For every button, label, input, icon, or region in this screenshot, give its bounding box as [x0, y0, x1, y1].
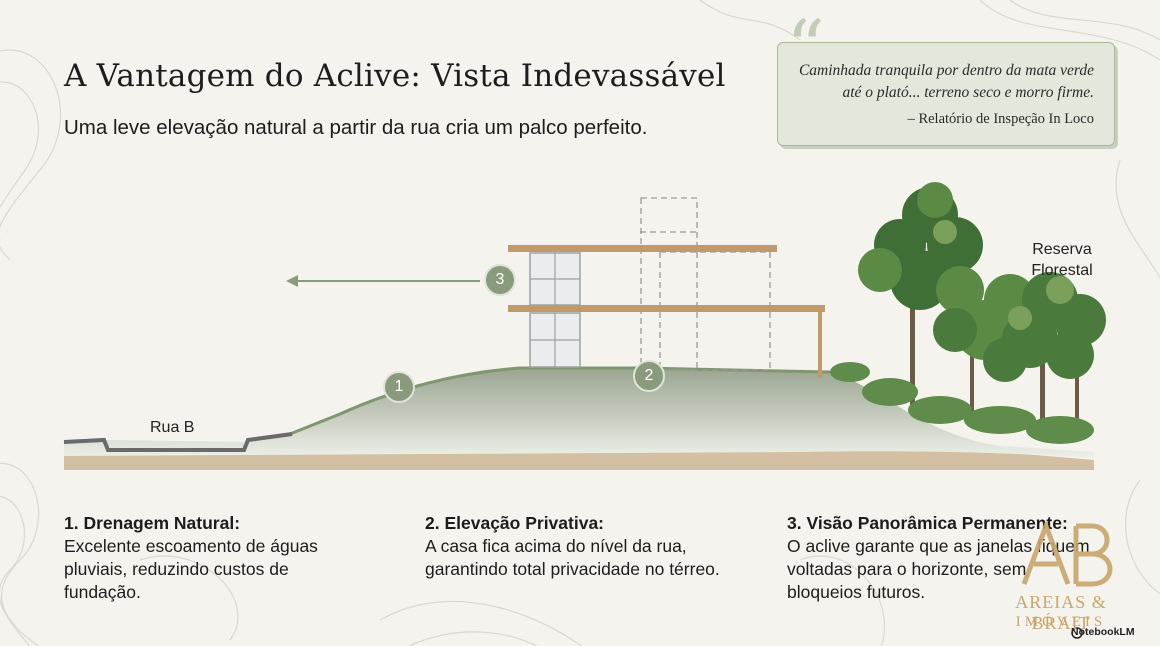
forest [830, 182, 1106, 444]
feature-body: A casa fica acima do nível da rua, garan… [425, 536, 720, 579]
reserve-label: Reserva Florestal [1031, 241, 1093, 279]
marker-drainage: 1 [383, 371, 415, 403]
quote-source: – Relatório de Inspeção In Loco [907, 111, 1094, 127]
hill [64, 368, 1094, 458]
brand-sub: IMÓVEIS [1015, 614, 1107, 630]
street-label: Rua B [150, 419, 195, 436]
feature-view: 3. Visão Panorâmica Permanente: O aclive… [787, 512, 1093, 604]
view-arrow [286, 275, 480, 287]
notebooklm-label: NotebookLM [1071, 626, 1135, 638]
street [63, 432, 293, 452]
notebook-icon [1071, 627, 1083, 639]
feature-drainage: 1. Drenagem Natural: Excelente escoament… [64, 512, 364, 604]
feature-body: O aclive garante que as janelas fiquem v… [787, 536, 1090, 602]
feature-body: Excelente escoamento de águas pluviais, … [64, 536, 318, 602]
quote-mark-icon: “ [786, 3, 825, 92]
brand-name: AREIAS & BRAIT [1015, 592, 1107, 633]
feature-heading: 1. Drenagem Natural: [64, 513, 241, 533]
feature-heading: 3. Visão Panorâmica Permanente: [787, 513, 1068, 533]
brand-logo [1021, 522, 1113, 587]
quote-card: Caminhada tranquila por dentro da mata v… [777, 42, 1115, 146]
house [508, 197, 825, 378]
page-title: A Vantagem do Aclive: Vista Indevassável [64, 58, 726, 94]
feature-heading: 2. Elevação Privativa: [425, 513, 604, 533]
quote-text: Caminhada tranquila por dentro da mata v… [798, 62, 1094, 101]
feature-elevation: 2. Elevação Privativa: A casa fica acima… [425, 512, 725, 581]
marker-view: 3 [484, 264, 516, 296]
marker-elevation: 2 [633, 360, 665, 392]
page-subtitle: Uma leve elevação natural a partir da ru… [64, 116, 648, 139]
